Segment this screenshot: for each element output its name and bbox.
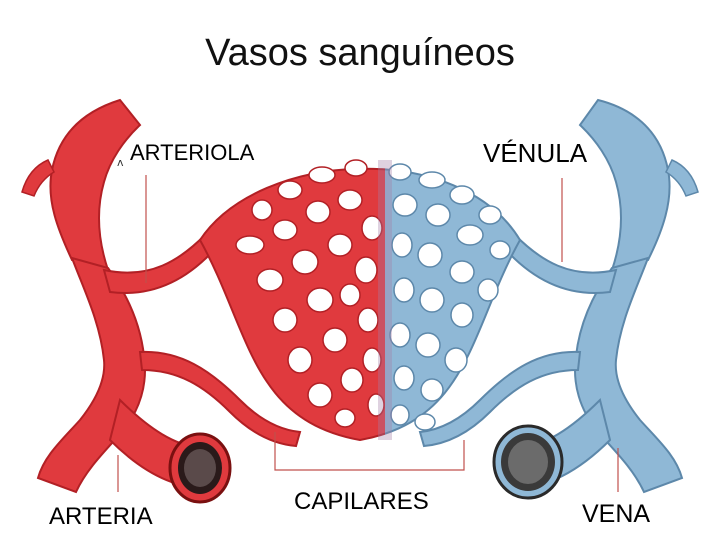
slide-title: Vasos sanguíneos xyxy=(205,32,515,74)
arteriola-pointer-mark: ʌ xyxy=(117,156,124,169)
label-arteriola: ARTERIOLA xyxy=(130,140,255,165)
vein-vessel xyxy=(418,98,699,500)
label-vena: VENA xyxy=(582,500,651,528)
label-arteria: ARTERIA xyxy=(49,503,153,530)
capillary-network xyxy=(198,159,522,442)
label-capilares: CAPILARES xyxy=(294,488,429,515)
label-venula: VÉNULA xyxy=(483,138,588,168)
capilares-bracket xyxy=(274,432,465,471)
leader-lines xyxy=(117,175,619,492)
